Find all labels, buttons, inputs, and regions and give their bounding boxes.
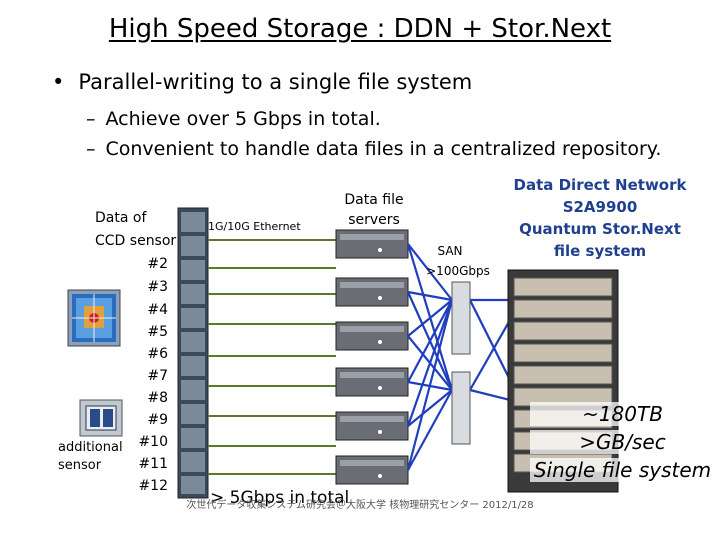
page-title: High Speed Storage : DDN + Stor.Next xyxy=(108,14,612,44)
label-san-1: SAN xyxy=(437,244,463,258)
label-ddn-3: Quantum Stor.Next xyxy=(519,220,681,238)
sensor-number: #7 xyxy=(147,368,168,384)
label-storage-2: >GB/sec xyxy=(530,430,715,454)
label-data-of: Data of xyxy=(95,210,147,226)
sensor-number: #8 xyxy=(147,390,168,406)
bullet-sub-2-text: Convenient to handle data files in a cen… xyxy=(105,138,662,160)
san-switches xyxy=(451,281,471,445)
bullet-main: • Parallel-writing to a single file syste… xyxy=(52,70,472,94)
sensor-number: #11 xyxy=(138,456,168,472)
label-san-2: >100Gbps xyxy=(426,264,490,278)
additional-sensor-icon xyxy=(79,399,123,437)
sensor-number: #4 xyxy=(147,302,168,318)
footer: 次世代データ収集システム研究会＠大阪大学 核物理研究センター 2012/1/28 xyxy=(186,500,534,511)
sensor-number: #2 xyxy=(147,256,168,272)
data-file-servers xyxy=(335,229,409,485)
sensor-number: #9 xyxy=(147,412,168,428)
sensor-number: #5 xyxy=(147,324,168,340)
bullet-dot: • xyxy=(52,70,65,94)
bullet-sub-1: –Achieve over 5 Gbps in total. xyxy=(86,108,381,130)
label-ddn-1: Data Direct Network xyxy=(513,176,687,194)
ccd-sensor-icon xyxy=(67,289,121,347)
san-links xyxy=(406,243,511,471)
bullet-sub-2: –Convenient to handle data files in a ce… xyxy=(86,138,662,160)
label-ccd-sensor: CCD sensor xyxy=(95,233,177,249)
label-storage-1: ~180TB xyxy=(530,402,715,426)
ethernet-links xyxy=(208,239,336,475)
label-servers-1: Data file xyxy=(344,192,404,208)
label-additional: additional xyxy=(58,440,123,455)
storage-rack xyxy=(507,269,619,493)
sensor-number: #6 xyxy=(147,346,168,362)
sensor-number: #10 xyxy=(138,434,168,450)
bullet-sub-1-text: Achieve over 5 Gbps in total. xyxy=(105,108,381,130)
label-total: > 5Gbps in total xyxy=(210,488,350,508)
label-sensor: sensor xyxy=(58,458,102,473)
sensor-number: #12 xyxy=(138,478,168,494)
label-servers-2: servers xyxy=(348,212,400,228)
label-ddn-4: file system xyxy=(553,242,647,260)
label-storage-3: Single file system xyxy=(530,458,715,482)
bullet-main-text: Parallel-writing to a single file system xyxy=(78,70,473,94)
readout-modules xyxy=(177,207,209,499)
sensor-number: #3 xyxy=(147,279,168,295)
label-ddn-2: S2A9900 xyxy=(562,198,638,216)
label-ethernet: 1G/10G Ethernet xyxy=(208,220,301,233)
